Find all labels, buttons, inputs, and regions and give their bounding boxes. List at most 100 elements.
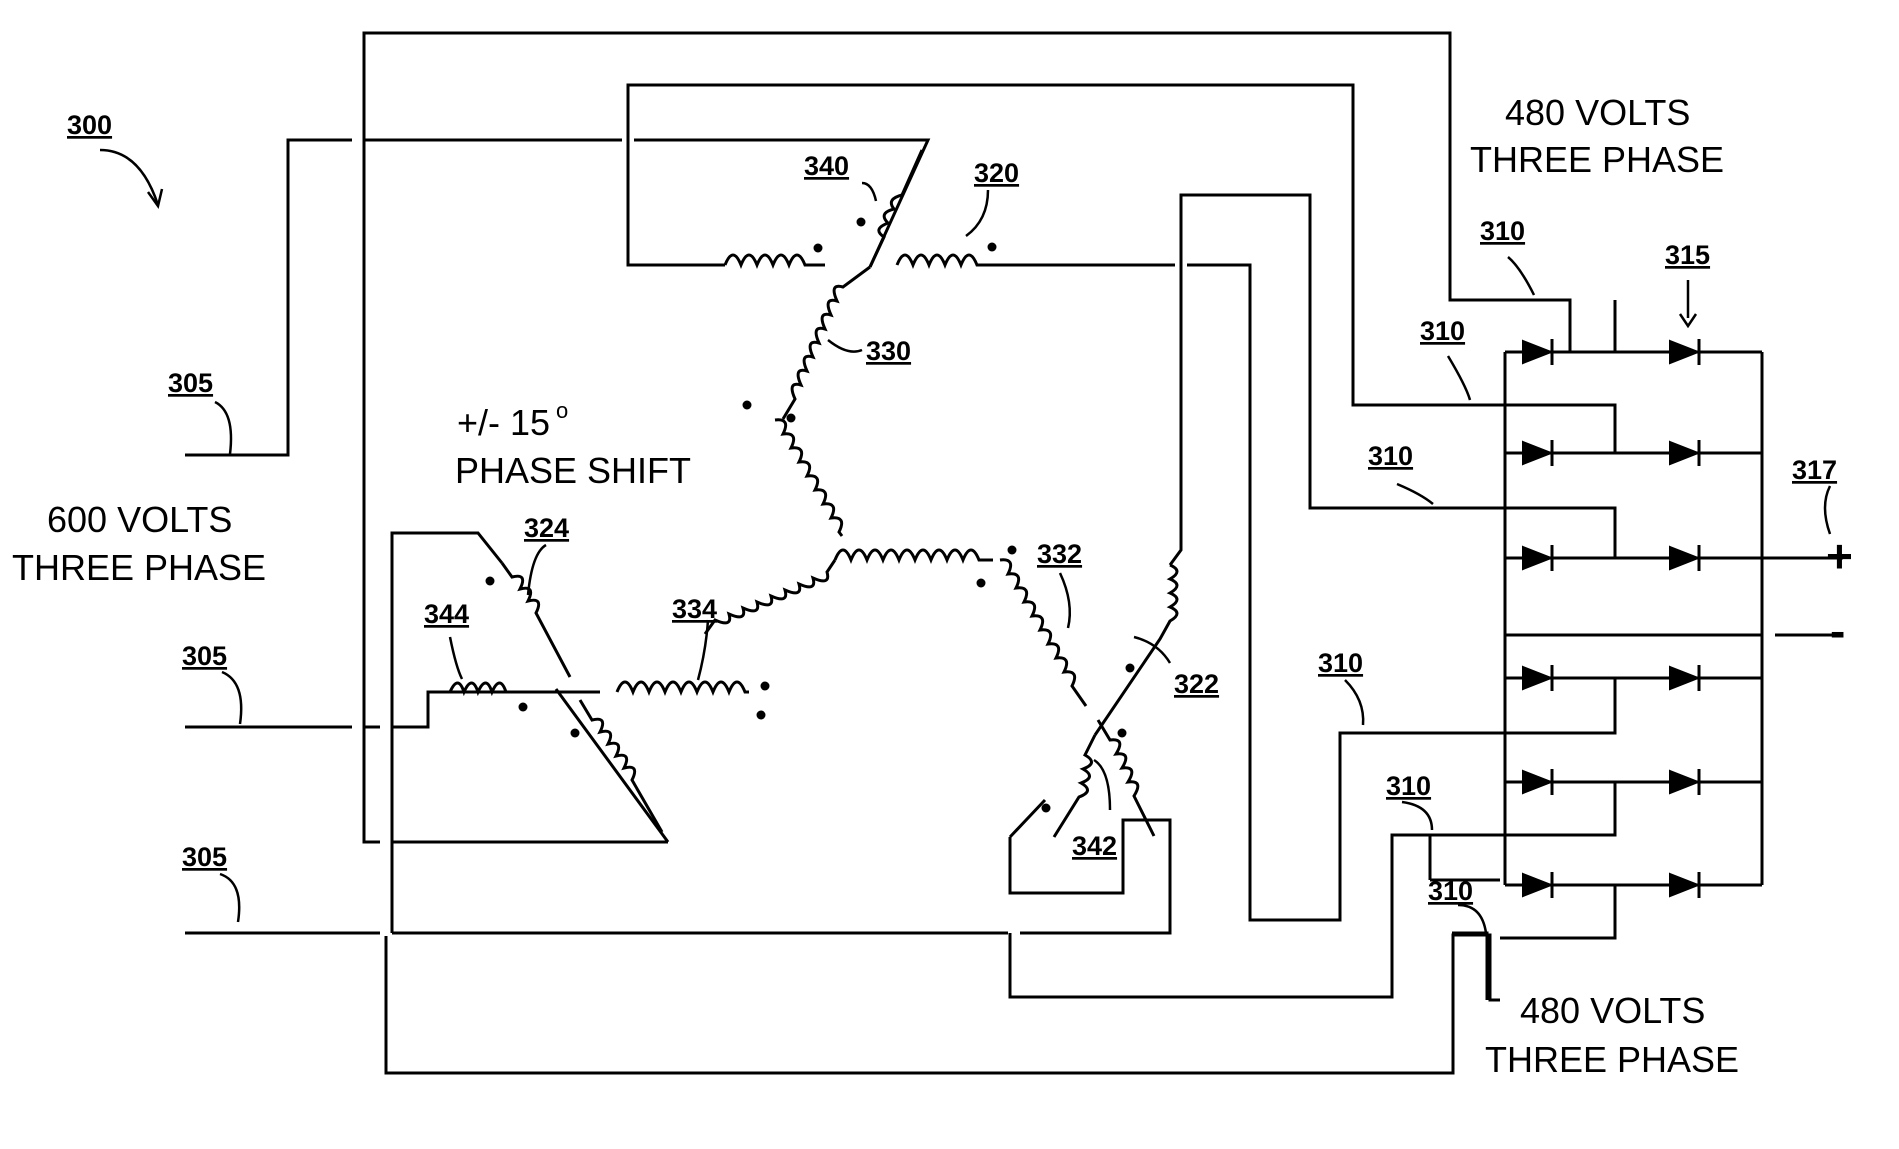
phase-shift-degree: o <box>556 398 568 423</box>
input-voltage-label-line2: THREE PHASE <box>12 547 266 588</box>
leader-332 <box>1058 572 1071 629</box>
plus-terminal: + <box>1826 530 1853 582</box>
dot <box>760 681 770 691</box>
ref-342: 342 <box>1072 831 1117 861</box>
input-line-a <box>185 138 931 457</box>
arrow-300-head <box>146 188 164 209</box>
winding-330 <box>781 265 871 420</box>
leader-342 <box>1093 758 1112 811</box>
leader-305a <box>214 400 233 455</box>
dot <box>786 413 796 423</box>
ref-317: 317 <box>1792 455 1837 485</box>
ref-332: 332 <box>1037 539 1082 569</box>
polarity-dots <box>485 217 1135 813</box>
leader-340 <box>861 181 878 202</box>
dot <box>1007 545 1017 555</box>
leader-317 <box>1823 485 1832 535</box>
diode-icon <box>1522 665 1554 691</box>
dot <box>518 702 528 712</box>
leader-320 <box>965 189 990 238</box>
left-polygon-bottom <box>384 933 1500 1075</box>
dot <box>570 728 580 738</box>
output-voltage-top-line2: THREE PHASE <box>1470 139 1724 180</box>
winding-330-lower <box>774 418 844 537</box>
ref-344: 344 <box>424 599 469 629</box>
winding-324 <box>500 562 572 678</box>
winding-340-horizontal <box>723 253 825 270</box>
lower-left-polygon <box>554 688 670 843</box>
diode-icon <box>1522 339 1554 365</box>
diode-icon <box>1669 440 1701 466</box>
ref-330: 330 <box>866 336 911 366</box>
output-line-bottom-frame <box>1452 931 1489 1000</box>
minus-terminal: - <box>1830 605 1845 657</box>
winding-334-diagonal <box>703 559 837 635</box>
leader-310f <box>1457 903 1488 934</box>
winding-340 <box>868 149 924 268</box>
diode-icon <box>1669 872 1701 898</box>
winding-332 <box>999 558 1088 707</box>
dot <box>976 578 986 588</box>
top-polygon <box>626 83 1500 407</box>
leader-330 <box>827 339 863 353</box>
winding-324-lower <box>578 699 664 833</box>
left-polygon <box>390 531 504 842</box>
output-voltage-bottom-line1: 480 VOLTS <box>1520 990 1705 1031</box>
labels: 300 600 VOLTS THREE PHASE 480 VOLTS THRE… <box>12 92 1853 1080</box>
winding-334 <box>615 680 749 697</box>
leader-324 <box>526 543 547 596</box>
ref-305-a: 305 <box>168 368 213 398</box>
ref-320: 320 <box>974 158 1019 188</box>
dot <box>1041 803 1051 813</box>
ref-322: 322 <box>1174 669 1219 699</box>
ref-305-c: 305 <box>182 842 227 872</box>
diode-icon <box>1522 545 1554 571</box>
winding-320 <box>895 253 990 270</box>
frame-a-inner <box>362 140 668 844</box>
arrow-300 <box>99 148 160 206</box>
frame-a <box>362 31 1572 352</box>
figure-number-label: 300 <box>67 110 112 140</box>
phase-shift-line2: PHASE SHIFT <box>455 450 691 491</box>
winding-342 <box>1096 719 1156 837</box>
dot <box>856 217 866 227</box>
diode-icon <box>1669 339 1701 365</box>
leader-310e <box>1401 800 1434 831</box>
ref-310-f: 310 <box>1428 876 1473 906</box>
leader-310a <box>1507 256 1536 296</box>
ref-310-a: 310 <box>1480 216 1525 246</box>
diode-icon <box>1669 545 1701 571</box>
diode-icon <box>1522 769 1554 795</box>
ref-334: 334 <box>672 594 717 624</box>
phase-shift-line1: +/- 15 <box>457 402 550 443</box>
output-voltage-bottom-line2: THREE PHASE <box>1485 1039 1739 1080</box>
leader-305c <box>219 872 241 923</box>
top-polygon-left <box>626 140 725 267</box>
dot <box>485 576 495 586</box>
leader-310b <box>1446 355 1472 401</box>
dot <box>756 710 766 720</box>
dot <box>987 242 997 252</box>
line-322 <box>1179 193 1500 510</box>
top-line-320 <box>990 263 1500 922</box>
dot <box>1125 663 1135 673</box>
leader-310c <box>1396 482 1434 505</box>
ref-310-b: 310 <box>1420 316 1465 346</box>
dot <box>742 400 752 410</box>
input-line-c <box>185 818 1172 935</box>
leader-344 <box>448 636 464 680</box>
winding-332-horizontal <box>833 548 993 565</box>
ref-315: 315 <box>1665 240 1710 270</box>
ref-310-c: 310 <box>1368 441 1413 471</box>
diodes <box>1522 339 1701 898</box>
ref-340: 340 <box>804 151 849 181</box>
diode-icon <box>1522 872 1554 898</box>
line-322-down <box>1168 275 1183 566</box>
ref-324: 324 <box>524 513 569 543</box>
diode-icon <box>1522 440 1554 466</box>
winding-342-upper <box>1052 734 1097 838</box>
wiring <box>185 31 1843 1075</box>
leader-334 <box>696 619 710 681</box>
ref-310-d: 310 <box>1318 648 1363 678</box>
